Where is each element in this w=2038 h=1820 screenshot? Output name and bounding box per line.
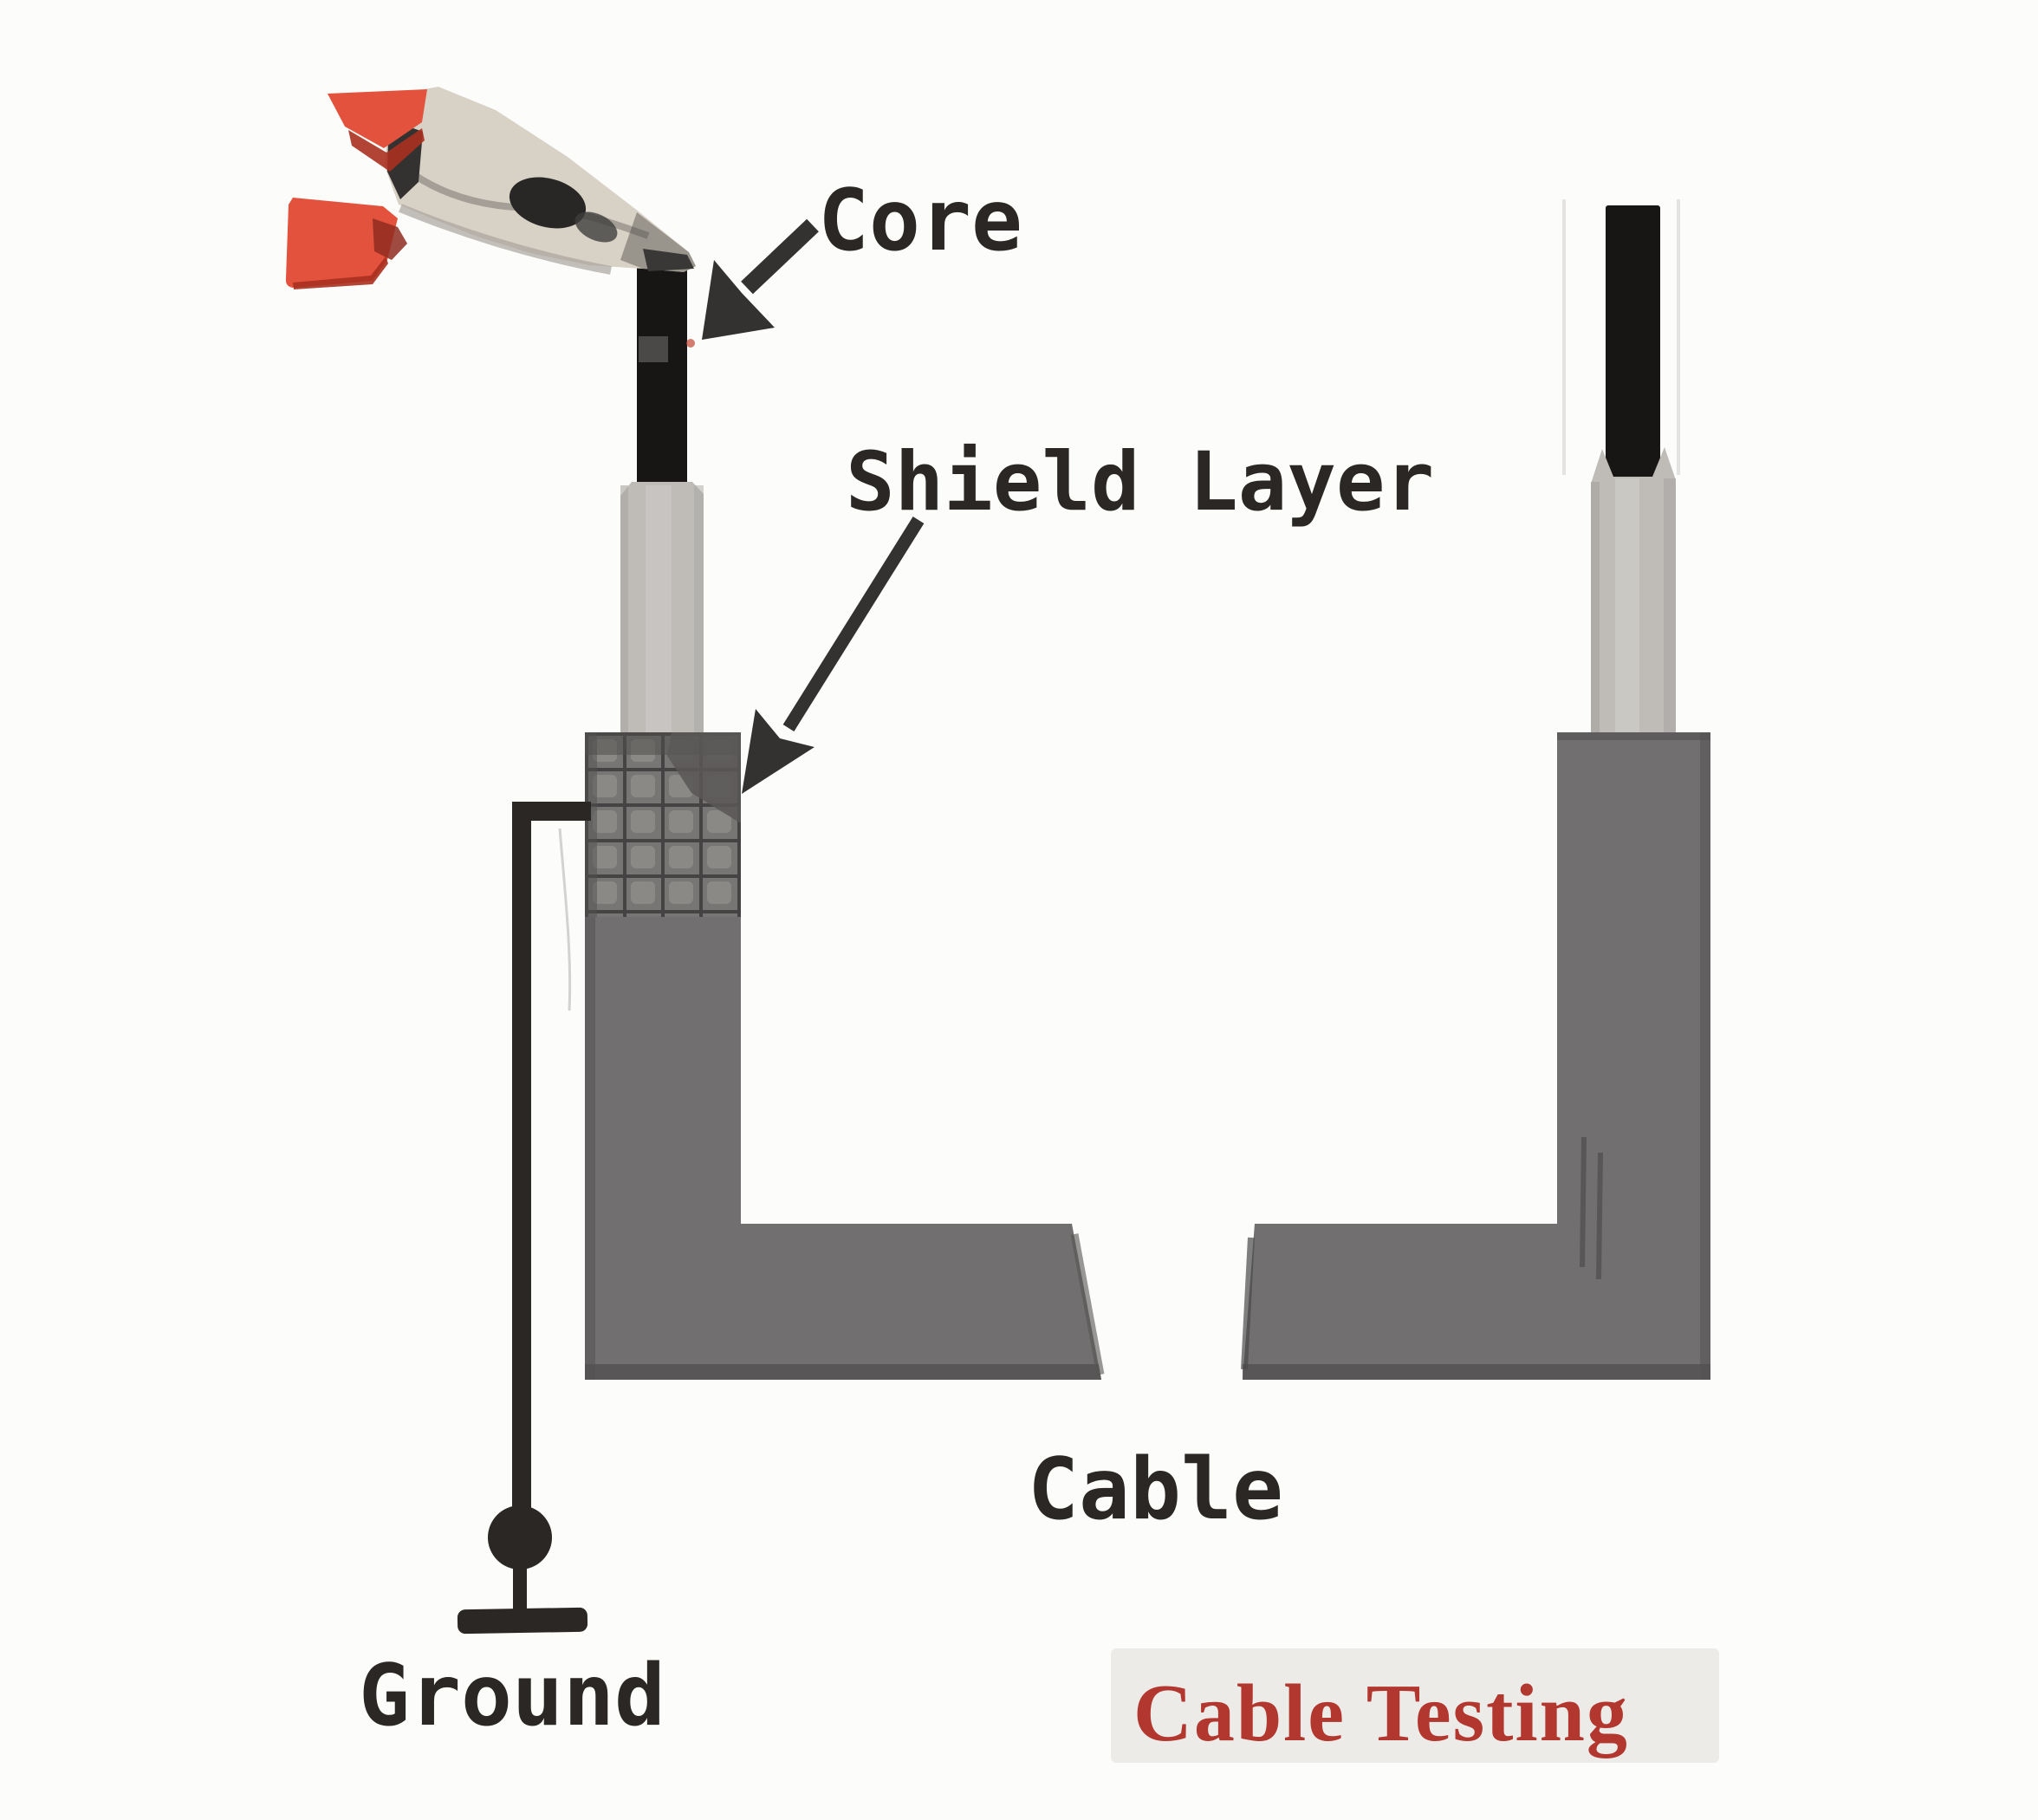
watermark-text: Cable Testing	[1133, 1668, 1629, 1758]
clip-handle-left-tip	[373, 218, 407, 260]
shield-blotch	[667, 732, 741, 823]
right-cable-core	[1606, 205, 1660, 479]
watermark-panel	[1111, 1648, 1719, 1763]
shield-layer-arrow	[742, 517, 925, 794]
right-cable-faint-outline	[1562, 199, 1680, 475]
clip-handle-left	[285, 198, 407, 289]
ground-wire	[512, 802, 591, 1510]
red-speck	[686, 339, 695, 348]
clip-handle-top	[328, 89, 427, 172]
right-jacket-cut-edge	[1241, 1237, 1255, 1370]
ground-circuit	[457, 802, 591, 1635]
core-arrow	[702, 218, 819, 340]
stray-strand	[558, 828, 572, 1011]
left-cable	[558, 254, 1105, 1380]
core-reflection	[639, 336, 668, 362]
shield-layer-label: Shield Layer	[846, 435, 1434, 530]
ground-ball	[488, 1505, 552, 1570]
watermark: Cable Testing	[1111, 1648, 1719, 1763]
core-label: Core	[818, 172, 1022, 270]
alligator-clip	[285, 87, 696, 289]
left-cable-core	[637, 254, 695, 483]
right-cable	[1241, 199, 1710, 1380]
cable-label: Cable	[1028, 1440, 1283, 1539]
ground-bar	[457, 1607, 588, 1635]
clip-jaw-lower-shadow	[399, 204, 612, 275]
shield-mesh	[585, 732, 741, 917]
right-cable-insulation	[1591, 447, 1676, 734]
left-cable-insulation	[620, 482, 704, 734]
clip-pivot-hole	[509, 177, 587, 229]
clip-pivot-shadow	[574, 211, 618, 243]
right-jacket-crease	[1580, 1136, 1603, 1280]
ground-label: Ground	[359, 1647, 665, 1745]
clip-jaw-tip	[643, 249, 694, 271]
right-cable-jacket	[1241, 732, 1710, 1380]
left-jacket-cut-edge	[1070, 1233, 1105, 1375]
